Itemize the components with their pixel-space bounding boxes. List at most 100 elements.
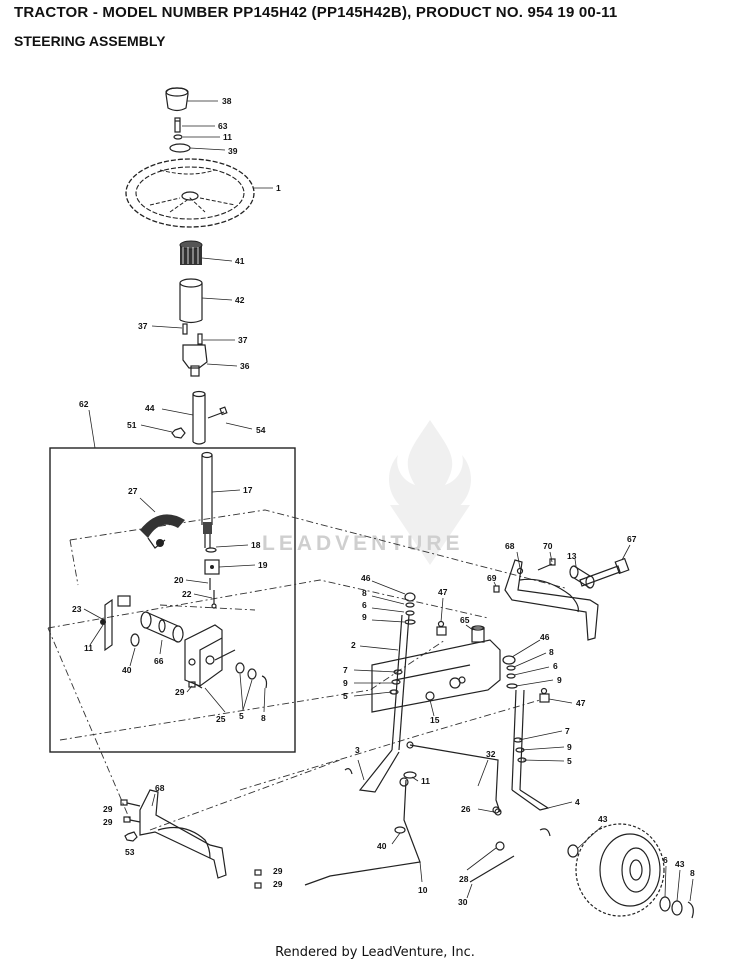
callout-label: 25	[216, 714, 226, 724]
clip-69	[493, 585, 500, 593]
steering-wheel-bolt	[174, 117, 181, 133]
callout-label: 13	[567, 551, 577, 561]
callout-label: 43	[598, 814, 608, 824]
callout-label: 43	[675, 859, 685, 869]
axle-clip-right	[539, 828, 551, 837]
callout-label: 67	[627, 534, 637, 544]
wheel-bushing-43-outer	[671, 900, 683, 916]
callout-label: 8	[261, 713, 266, 723]
callout-label: 32	[486, 749, 496, 759]
callout-label: 41	[235, 256, 245, 266]
front-axle	[371, 639, 501, 713]
steering-bracket	[182, 344, 208, 377]
page-title: TRACTOR - MODEL NUMBER PP145H42 (PP145H4…	[14, 4, 618, 21]
callout-label: 39	[228, 146, 238, 156]
callout-label: 9	[567, 742, 572, 752]
bolt-67	[579, 557, 630, 587]
steering-knob	[165, 87, 189, 112]
callout-label: 29	[273, 879, 283, 889]
wheel-clip-8	[687, 901, 694, 919]
callout-label: 9	[557, 675, 562, 685]
grease-fitting-47-left	[436, 620, 447, 636]
bolt-37-right	[197, 333, 203, 345]
callout-label: 36	[240, 361, 250, 371]
callout-label: 6	[663, 855, 668, 865]
callout-label: 8	[690, 868, 695, 878]
washer-40-lower	[394, 826, 406, 834]
callout-label: 47	[576, 698, 586, 708]
collar-19	[204, 559, 220, 575]
clip-8-bracket	[261, 675, 268, 689]
callout-label: 26	[461, 804, 471, 814]
callout-label: 27	[128, 486, 138, 496]
steering-spacer	[179, 278, 203, 324]
callout-label: 47	[438, 587, 448, 597]
bolt-54	[207, 406, 228, 419]
pinion-bracket	[184, 624, 236, 687]
callout-label: 46	[361, 573, 371, 583]
callout-label: 38	[222, 96, 232, 106]
callout-label: 4	[575, 797, 580, 807]
callout-label: 9	[362, 612, 367, 622]
bolt-22	[211, 590, 217, 609]
callout-label: 1	[276, 183, 281, 193]
subassembly-frame	[49, 447, 296, 753]
steering-shaft-lower	[201, 451, 213, 548]
callout-label: 17	[243, 485, 253, 495]
nut-53	[124, 831, 138, 842]
callout-label: 29	[175, 687, 185, 697]
callout-label: 22	[182, 589, 192, 599]
callout-label: 7	[343, 665, 348, 675]
callout-label: 18	[251, 540, 261, 550]
nut-51	[171, 427, 186, 439]
rod-end-30	[469, 806, 515, 883]
callout-label: 40	[377, 841, 387, 851]
steering-wheel	[125, 158, 255, 228]
spindle-left	[358, 614, 410, 793]
steering-bracket-right	[504, 559, 599, 641]
bolt-70	[537, 558, 556, 571]
callout-label: 9	[343, 678, 348, 688]
callout-label: 5	[239, 711, 244, 721]
callout-label: 5	[343, 691, 348, 701]
front-wheel	[575, 823, 665, 917]
wheel-washer-6	[659, 896, 671, 912]
frame-bracket-left	[139, 789, 227, 879]
callout-label: 70	[543, 541, 553, 551]
right-spindle-hardware	[502, 655, 527, 763]
bushing-65	[471, 625, 485, 643]
page-subtitle: STEERING ASSEMBLY	[14, 33, 166, 49]
grease-fitting-47-right	[539, 687, 550, 703]
steering-shaft-upper	[192, 390, 206, 445]
support-bracket-23	[100, 595, 131, 652]
washer-5b-bracket	[247, 668, 257, 680]
spindle-right	[511, 689, 550, 811]
callout-labels: 38 63 11 39 1 41 42 37 37 36 62 44 51 54…	[72, 96, 695, 907]
callout-label: 5	[567, 756, 572, 766]
sector-gear	[140, 514, 185, 549]
callout-label: 54	[256, 425, 266, 435]
callout-label: 46	[540, 632, 550, 642]
callout-label: 2	[351, 640, 356, 650]
callout-label: 19	[258, 560, 268, 570]
callout-label: 68	[155, 783, 165, 793]
callout-label: 63	[218, 121, 228, 131]
callout-label: 37	[238, 335, 248, 345]
callout-label: 11	[223, 132, 232, 142]
footer-attribution: Rendered by LeadVenture, Inc.	[275, 945, 475, 960]
callout-label: 8	[362, 588, 367, 598]
callout-label: 40	[122, 665, 132, 675]
bolts-29-left-bracket	[120, 799, 141, 823]
spacer-13	[569, 565, 595, 589]
washer-18	[205, 547, 217, 553]
left-spindle-hardware	[404, 592, 416, 625]
callout-label: 28	[459, 874, 469, 884]
bolts-29-bottom	[254, 869, 262, 889]
callout-label: 51	[127, 420, 137, 430]
callout-label: 15	[430, 715, 440, 725]
washer-5-bracket	[235, 662, 245, 674]
callout-label: 7	[565, 726, 570, 736]
callout-label: 3	[355, 745, 360, 755]
callout-label: 6	[553, 661, 558, 671]
steering-assembly-diagram: 38 63 11 39 1 41 42 37 37 36 62 44 51 54…	[47, 87, 695, 919]
